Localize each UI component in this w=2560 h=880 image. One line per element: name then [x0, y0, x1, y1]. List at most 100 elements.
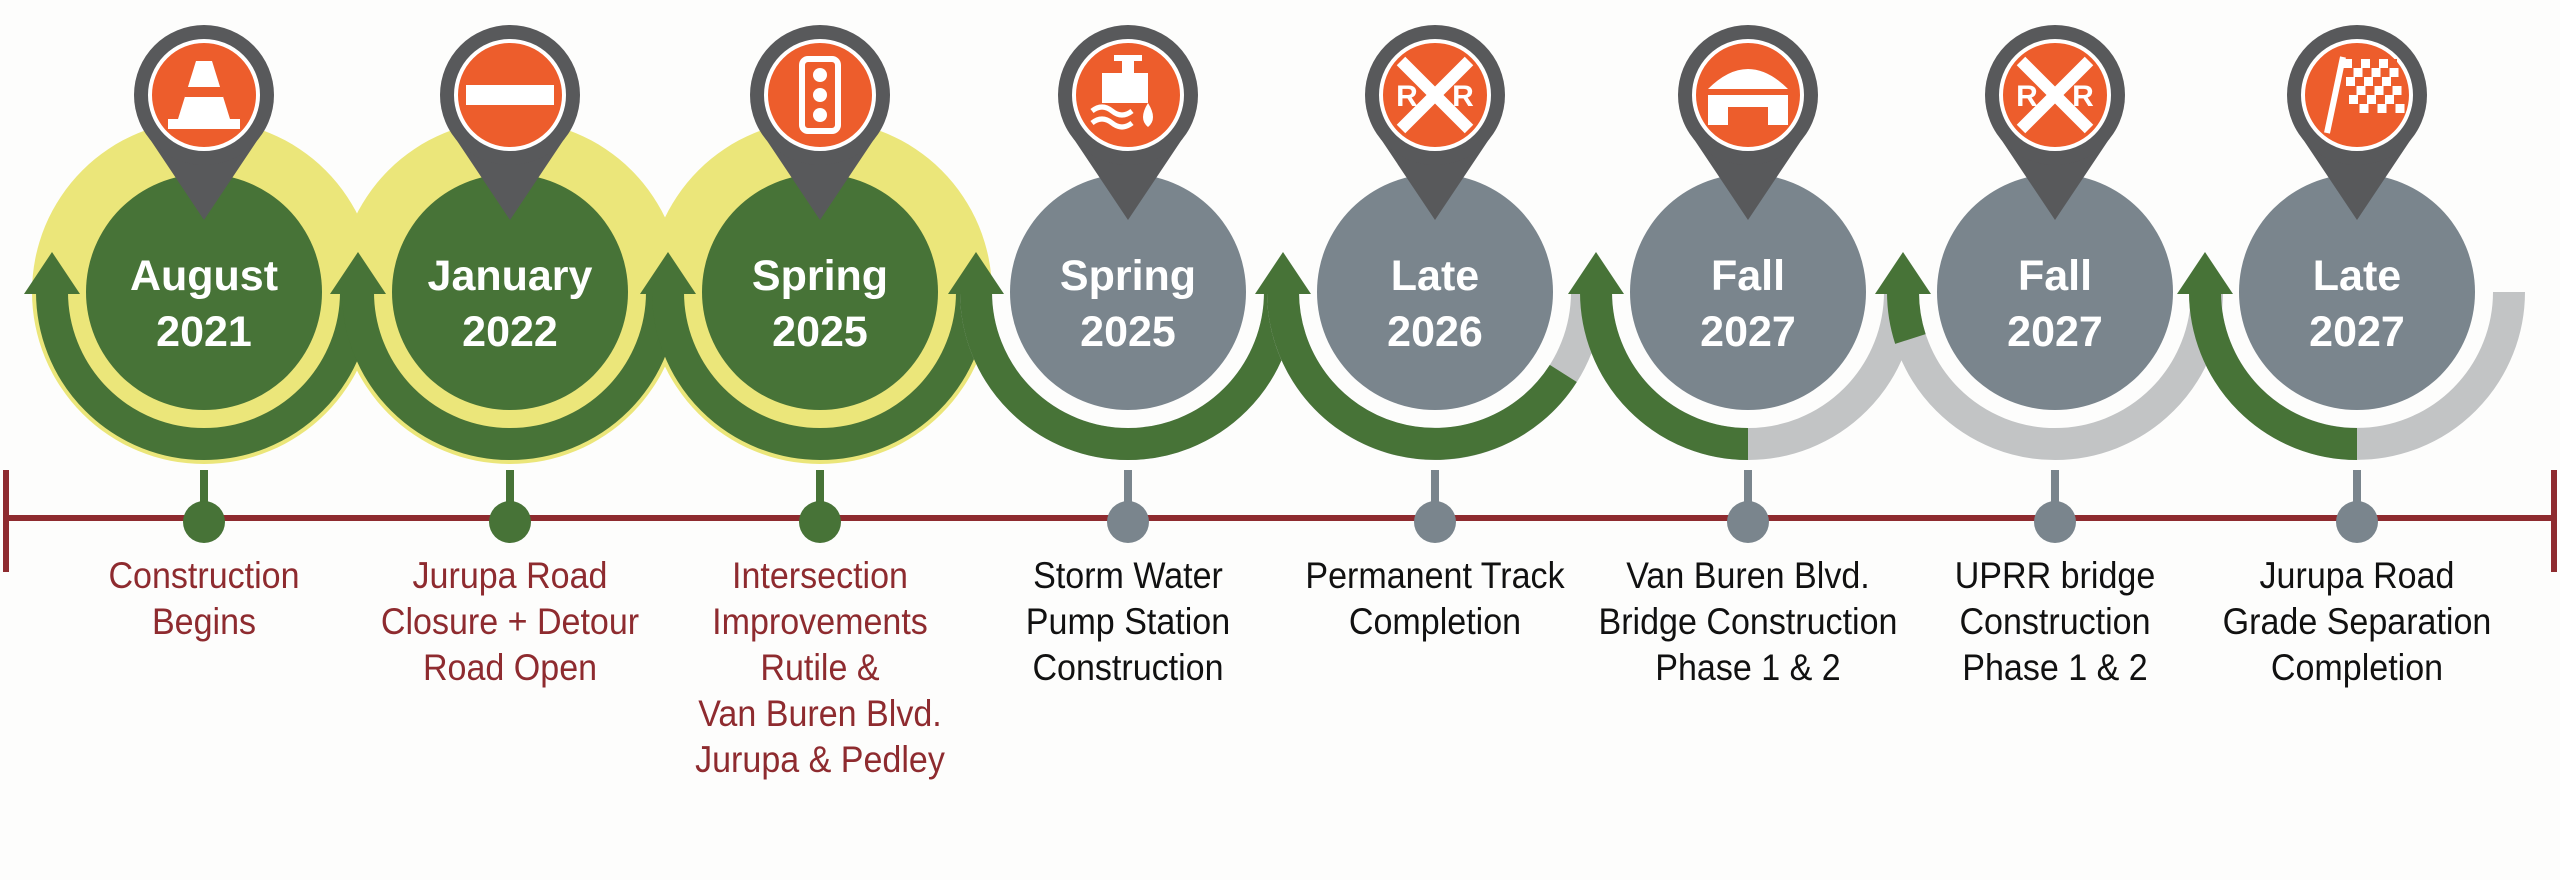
flag-square — [2359, 104, 2369, 113]
arrowhead — [640, 252, 696, 294]
flag-square — [2373, 77, 2382, 86]
arrowhead — [1255, 252, 1311, 294]
milestone-date-line1: January — [428, 252, 593, 300]
progress-track — [1887, 291, 2223, 460]
flag-square — [2361, 59, 2370, 68]
flag-square — [2383, 86, 2393, 95]
milestone-dot — [1414, 501, 1456, 543]
milestone-date-line1: Late — [1391, 252, 1479, 300]
progress-arc — [1886, 291, 1926, 344]
flag-pole — [2324, 56, 2346, 134]
flag-square — [2385, 95, 2394, 104]
flag-square — [2356, 86, 2366, 95]
flag-square — [2379, 59, 2388, 68]
milestone-5: Late 2026 — [1317, 174, 1553, 410]
flag-square — [2346, 77, 2355, 86]
milestone-label: Jurupa Road Closure + Detour Road Open — [380, 555, 640, 688]
flag-square — [2367, 95, 2376, 104]
milestone-date-line2: 2021 — [156, 308, 252, 356]
crossing-letter: R — [1452, 80, 1474, 113]
flag-square — [2355, 77, 2364, 86]
milestone-date-line1: Fall — [1711, 252, 1785, 300]
light-lamp — [813, 68, 827, 82]
progress-arc — [1267, 291, 1577, 460]
light-lamp — [813, 88, 827, 102]
map-pin — [1678, 25, 1818, 220]
bridge-deck — [1708, 95, 1788, 125]
light-lamp — [813, 108, 827, 122]
flag-square — [2391, 77, 2400, 86]
flag-square — [2362, 68, 2372, 77]
milestone-date-line1: Spring — [752, 252, 888, 300]
flag-square — [2380, 68, 2390, 77]
milestone-dot — [1727, 501, 1769, 543]
milestone-label: Van Buren Blvd. Bridge Construction Phas… — [1598, 555, 1898, 688]
map-pin — [1058, 25, 1198, 220]
progress-arc — [342, 291, 678, 460]
water-pump-icon — [1090, 55, 1153, 130]
milestone-date-line2: 2027 — [2007, 308, 2103, 356]
milestone-circle — [2239, 174, 2475, 410]
crossing-letter: R — [2072, 80, 2094, 113]
arrowhead — [948, 252, 1004, 294]
flag-square — [2376, 95, 2385, 104]
map-pin — [440, 25, 580, 220]
milestone-circle — [1317, 174, 1553, 410]
arrowhead — [2177, 252, 2233, 294]
water-drop — [1143, 103, 1153, 127]
milestone-date-line2: 2025 — [772, 308, 868, 356]
milestone-date-line1: Fall — [2018, 252, 2092, 300]
crossing-letter: R — [2016, 80, 2038, 113]
arc-layer — [24, 252, 2525, 460]
milestone-7: Fall 2027 — [1937, 174, 2173, 410]
milestone-circle — [702, 174, 938, 410]
flag-square — [2388, 59, 2397, 68]
traffic-light-icon — [799, 56, 841, 134]
milestone-date-line2: 2025 — [1080, 308, 1176, 356]
flag-square — [2350, 104, 2360, 113]
milestone-date-line2: 2022 — [462, 308, 558, 356]
no-entry-bar — [466, 85, 554, 105]
light-frame — [799, 56, 841, 134]
map-pin — [2287, 25, 2427, 220]
flag-square — [2370, 59, 2379, 68]
map-pin — [750, 25, 890, 220]
water-wave — [1090, 104, 1134, 118]
cone-stripe — [185, 87, 223, 97]
flag-square — [2365, 86, 2375, 95]
milestone-dot — [1107, 501, 1149, 543]
arrowhead — [330, 252, 386, 294]
milestone-date-line1: Spring — [1060, 252, 1196, 300]
timeline-axis — [3, 470, 2557, 572]
traffic-cone-icon — [168, 61, 240, 129]
cone-base — [168, 119, 240, 129]
no-entry-icon — [466, 85, 554, 105]
milestone-3: Spring 2025 — [702, 174, 938, 410]
progress-arc — [1580, 291, 1749, 460]
progress-arc — [652, 291, 988, 460]
checkered-flag-icon — [2324, 56, 2405, 134]
arrowhead — [1568, 252, 1624, 294]
flag-square — [2358, 95, 2367, 104]
flag-square — [2368, 104, 2378, 113]
arrowhead — [1875, 252, 1931, 294]
progress-arc — [960, 291, 1296, 460]
crossbuck — [1396, 56, 1474, 134]
crossing-letter: R — [1396, 80, 1418, 113]
milestone-dot — [183, 501, 225, 543]
flag-square — [2364, 77, 2373, 86]
milestone-date-line1: Late — [2313, 252, 2401, 300]
milestone-circle — [1630, 174, 1866, 410]
milestone-4: Spring 2025 — [1010, 174, 1246, 410]
water-wave — [1090, 116, 1134, 130]
milestone-date-line2: 2026 — [1387, 308, 1483, 356]
flag-square — [2371, 68, 2381, 77]
flag-square — [2389, 68, 2399, 77]
